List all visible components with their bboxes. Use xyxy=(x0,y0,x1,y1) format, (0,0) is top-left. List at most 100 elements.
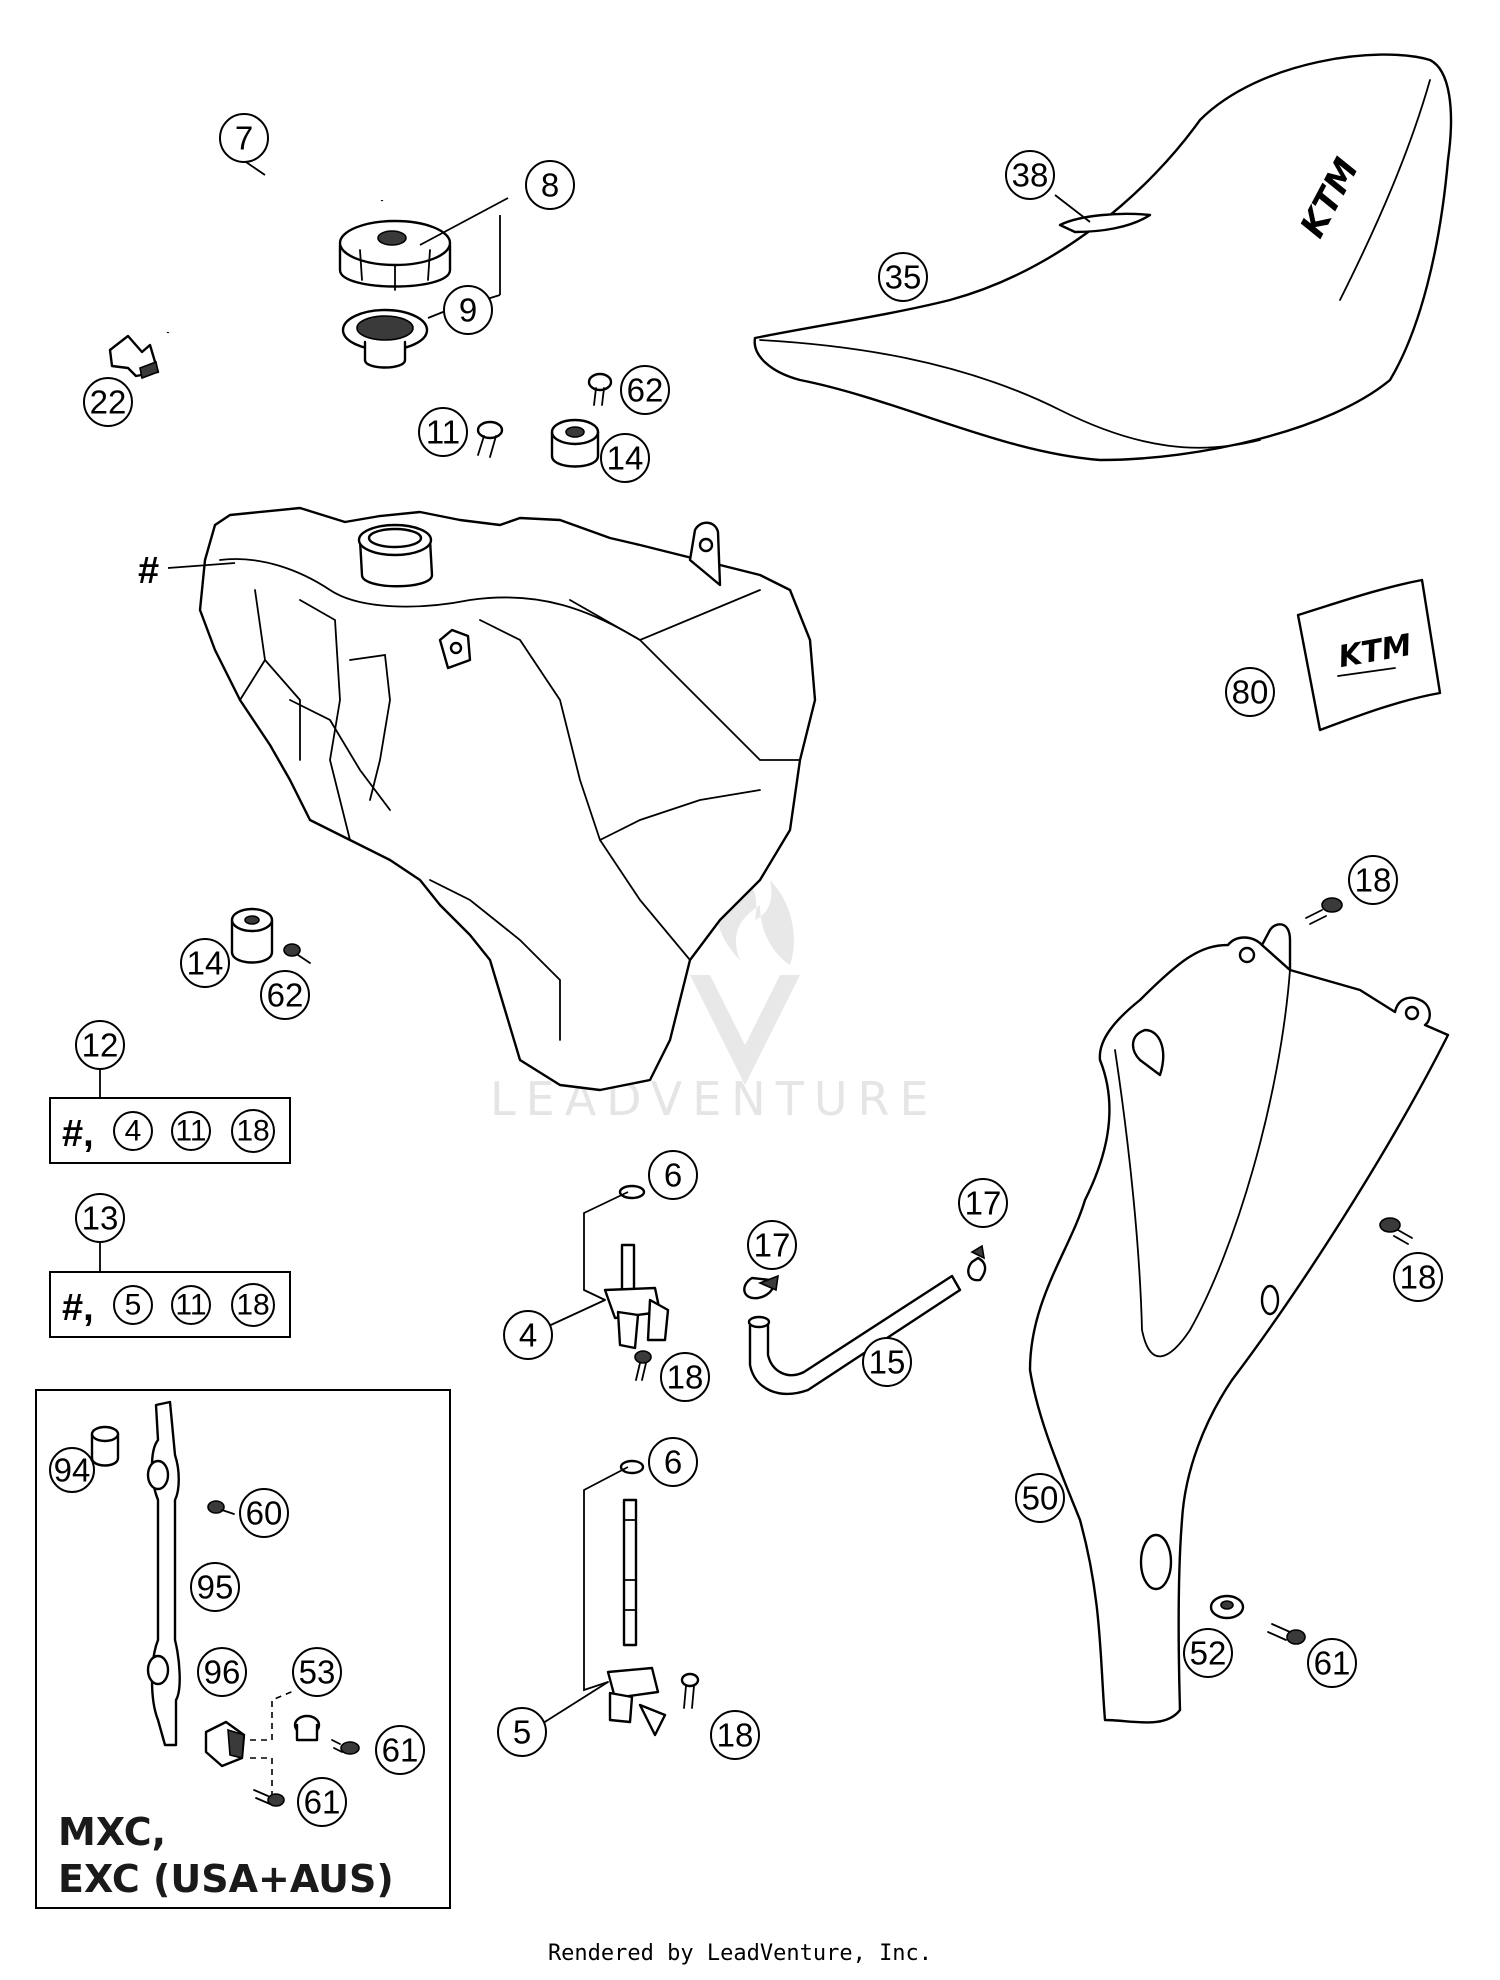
svg-text:14: 14 xyxy=(607,440,644,477)
svg-text:18: 18 xyxy=(236,1115,269,1148)
svg-text:52: 52 xyxy=(1190,1635,1227,1672)
screw-61-box-a[interactable] xyxy=(331,1739,360,1755)
screw-62-bottom[interactable] xyxy=(283,943,311,964)
svg-text:11: 11 xyxy=(175,1289,206,1322)
screw-18-spoiler-top[interactable] xyxy=(1305,897,1343,925)
svg-text:4: 4 xyxy=(519,1317,537,1354)
callout-4: 4 xyxy=(503,1310,553,1360)
callout-61-spoiler: 61 xyxy=(1307,1638,1357,1688)
callout-35: 35 xyxy=(878,252,928,302)
callout-8: 8 xyxy=(525,160,575,210)
spacer-14-top[interactable] xyxy=(550,418,600,468)
callout-96: 96 xyxy=(197,1647,247,1697)
screw-18-spoiler-side[interactable] xyxy=(1379,1217,1413,1245)
grommet-52[interactable] xyxy=(1209,1594,1245,1620)
svg-text:17: 17 xyxy=(754,1227,791,1264)
screw-60[interactable] xyxy=(207,1500,235,1515)
svg-text:22: 22 xyxy=(90,384,127,421)
callout-18-tap4: 18 xyxy=(660,1352,710,1402)
fuel-tap-5[interactable] xyxy=(583,1459,667,1737)
svg-text:18: 18 xyxy=(236,1289,269,1322)
svg-text:38: 38 xyxy=(1012,157,1049,194)
svg-text:18: 18 xyxy=(1355,862,1392,899)
svg-text:50: 50 xyxy=(1022,1480,1059,1517)
seat[interactable]: KTM xyxy=(753,53,1453,462)
hose-elbow-fitting[interactable] xyxy=(108,334,160,380)
callout-14-top: 14 xyxy=(600,433,650,483)
svg-text:4: 4 xyxy=(125,1115,142,1148)
callout-9: 9 xyxy=(443,285,493,335)
clamp-96[interactable] xyxy=(204,1720,246,1768)
ktm-sticker[interactable]: KTM xyxy=(1296,578,1442,732)
callout-61-box-b: 61 xyxy=(297,1777,347,1827)
spacer-14-bottom[interactable] xyxy=(230,907,274,964)
fuel-cap[interactable] xyxy=(338,219,452,291)
callout-62-bottom: 62 xyxy=(260,970,310,1020)
svg-text:62: 62 xyxy=(627,372,664,409)
callout-17-right: 17 xyxy=(958,1178,1008,1228)
svg-text:96: 96 xyxy=(204,1654,241,1691)
variant-label-line1: MXC, xyxy=(58,1810,166,1854)
svg-text:53: 53 xyxy=(299,1654,336,1691)
bushing-94[interactable] xyxy=(90,1425,120,1467)
callout-22: 22 xyxy=(83,377,133,427)
screw-18-tap4[interactable] xyxy=(634,1350,652,1381)
tank-spoiler[interactable] xyxy=(1028,923,1450,1724)
svg-text:95: 95 xyxy=(197,1569,234,1606)
svg-text:11: 11 xyxy=(175,1115,206,1148)
svg-text:#,: #, xyxy=(62,1287,94,1329)
screw-11-top[interactable] xyxy=(476,420,504,458)
svg-text:62: 62 xyxy=(267,977,304,1014)
svg-text:12: 12 xyxy=(82,1027,119,1064)
callout-18-tap5: 18 xyxy=(710,1710,760,1760)
fuel-hose[interactable] xyxy=(747,1274,962,1395)
callout-13: 13 xyxy=(75,1193,125,1243)
kit-box-13: #, 5 11 18 xyxy=(49,1271,291,1338)
tank-marker: # xyxy=(138,550,159,592)
callout-95: 95 xyxy=(190,1562,240,1612)
svg-text:61: 61 xyxy=(1314,1645,1351,1682)
svg-text:9: 9 xyxy=(459,292,477,329)
fuel-tap-4[interactable] xyxy=(583,1184,670,1350)
callout-12: 12 xyxy=(75,1020,125,1070)
watermark-v-icon xyxy=(690,975,800,1085)
svg-text:61: 61 xyxy=(304,1784,341,1821)
svg-text:80: 80 xyxy=(1232,674,1269,711)
svg-text:60: 60 xyxy=(246,1495,283,1532)
hose-clamp-17-left[interactable] xyxy=(743,1274,779,1300)
svg-text:94: 94 xyxy=(54,1452,91,1489)
callout-61-box-a: 61 xyxy=(375,1725,425,1775)
svg-text:18: 18 xyxy=(1400,1259,1437,1296)
hose-clamp-17-right[interactable] xyxy=(967,1244,987,1282)
svg-text:17: 17 xyxy=(965,1185,1002,1222)
callout-18-spoiler-top: 18 xyxy=(1348,855,1398,905)
callout-38: 38 xyxy=(1005,150,1055,200)
svg-text:61: 61 xyxy=(382,1732,419,1769)
fuel-tank[interactable] xyxy=(198,506,817,1092)
callout-80: 80 xyxy=(1225,667,1275,717)
callout-94: 94 xyxy=(49,1447,95,1493)
footer-credit: Rendered by LeadVenture, Inc. xyxy=(548,1941,932,1966)
washer-53[interactable] xyxy=(293,1714,321,1742)
kit-box-12: #, 4 11 18 xyxy=(49,1097,291,1164)
breather-hose[interactable] xyxy=(166,132,385,334)
callout-6-upper: 6 xyxy=(648,1150,698,1200)
fuel-cap-seal[interactable] xyxy=(341,308,429,369)
callout-17-left: 17 xyxy=(747,1220,797,1270)
callout-15: 15 xyxy=(862,1337,912,1387)
callout-14-bottom: 14 xyxy=(180,938,230,988)
screw-61-box-b[interactable] xyxy=(253,1789,285,1807)
svg-text:6: 6 xyxy=(664,1444,682,1481)
callout-52: 52 xyxy=(1183,1628,1233,1678)
screw-61-spoiler[interactable] xyxy=(1267,1623,1306,1645)
callout-50: 50 xyxy=(1015,1473,1065,1523)
callout-18-spoiler-side: 18 xyxy=(1393,1252,1443,1302)
screw-62-top[interactable] xyxy=(587,372,613,406)
svg-text:5: 5 xyxy=(125,1289,142,1322)
callouts: 7 8 9 22 62 11 14 38 35 80 14 62 18 12 1… xyxy=(49,113,1443,1827)
screw-18-tap5[interactable] xyxy=(680,1672,700,1709)
svg-text:8: 8 xyxy=(541,167,559,204)
svg-text:35: 35 xyxy=(885,259,922,296)
callout-60: 60 xyxy=(239,1488,289,1538)
